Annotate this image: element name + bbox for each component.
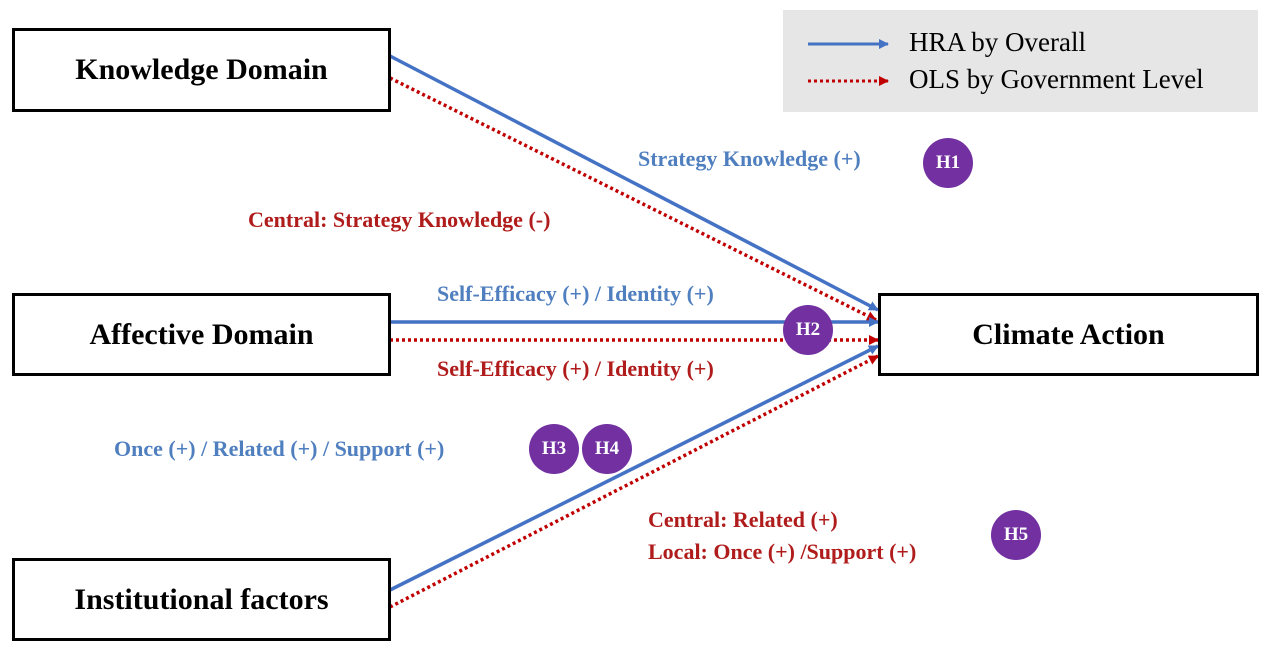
label-h2-ols: Self-Efficacy (+) / Identity (+)	[437, 356, 714, 381]
node-affective-domain: Affective Domain	[12, 293, 391, 376]
legend-hra-label: HRA by Overall	[909, 27, 1086, 57]
badge-h2: H2	[783, 305, 833, 355]
hra-arrow-institutional	[389, 344, 879, 592]
legend-ols-label: OLS by Government Level	[909, 64, 1204, 94]
badge-h5: H5	[991, 510, 1041, 560]
badge-h4: H4	[582, 424, 632, 474]
label-h2-hra: Self-Efficacy (+) / Identity (+)	[437, 281, 714, 306]
ols-arrow-knowledge	[389, 76, 877, 322]
label-h34-hra: Once (+) / Related (+) / Support (+)	[114, 436, 445, 461]
hra-arrow-knowledge	[389, 54, 879, 312]
label-h1-ols: Central: Strategy Knowledge (-)	[248, 207, 551, 232]
node-institutional-factors: Institutional factors	[12, 558, 391, 641]
node-knowledge-domain: Knowledge Domain	[12, 28, 391, 112]
label-h5-ols-central: Central: Related (+)	[648, 507, 838, 532]
legend: HRA by Overall OLS by Government Level	[783, 10, 1258, 112]
ols-arrow-institutional	[389, 354, 879, 609]
badge-h3: H3	[529, 424, 579, 474]
label-h5-ols-local: Local: Once (+) /Support (+)	[648, 539, 917, 564]
label-h1-hra: Strategy Knowledge (+)	[638, 146, 861, 171]
badge-h1: H1	[923, 138, 973, 188]
node-climate-action: Climate Action	[878, 293, 1259, 376]
